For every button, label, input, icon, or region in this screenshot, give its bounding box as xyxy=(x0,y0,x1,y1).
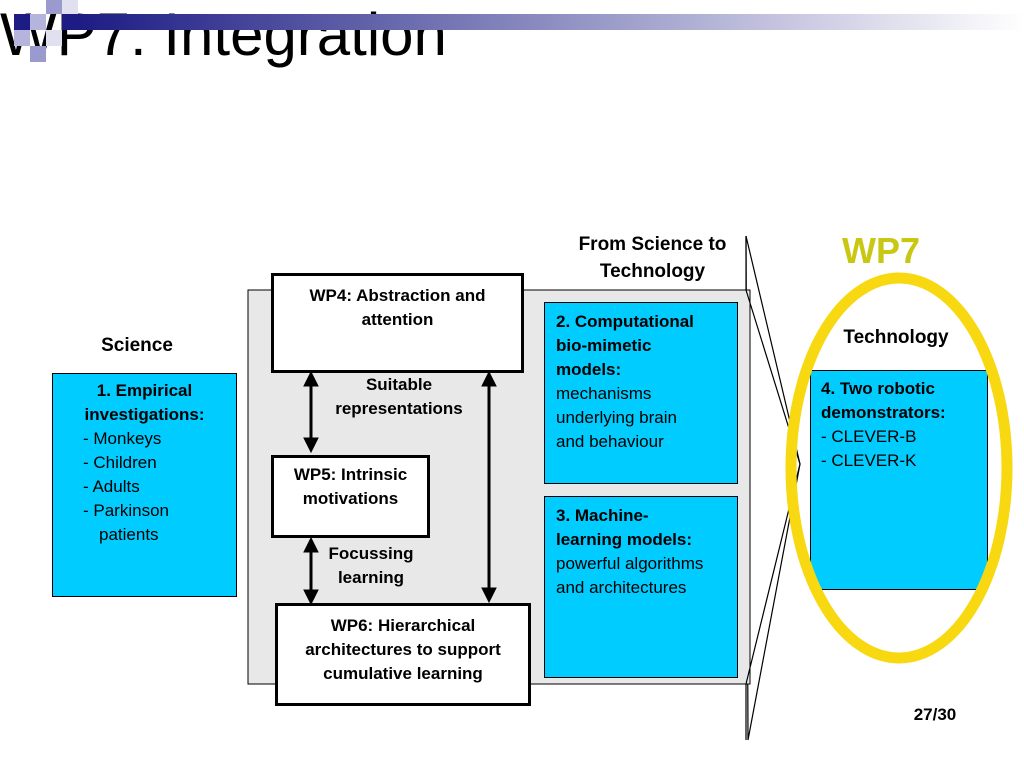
from-science-to-technology-label: From Science to Technology xyxy=(578,234,727,282)
box2-title-line-3: models: xyxy=(556,360,622,379)
corner-square-4 xyxy=(14,30,30,46)
box4-title-line-2: demonstrators: xyxy=(821,403,946,422)
empirical-title-line-2: investigations: xyxy=(84,405,205,424)
wp7-label: WP7 xyxy=(841,230,920,271)
tech-item-clever-k: - CLEVER-K xyxy=(821,451,917,470)
suitable-representations-label: Suitable representations xyxy=(335,375,463,418)
box4-title-line-1: 4. Two robotic xyxy=(821,379,935,398)
double-arrow-wp5-wp6 xyxy=(303,536,319,606)
box3-title-line-2: learning models: xyxy=(556,530,693,549)
science-heading: Science xyxy=(101,335,173,356)
wp5-label: WP5: Intrinsic motivations xyxy=(293,465,408,508)
box3-body-line-1: powerful algorithms xyxy=(556,554,704,573)
science-item-parkinson: - Parkinson xyxy=(83,501,169,520)
double-arrow-wp4-wp5 xyxy=(303,370,319,454)
empirical-title-line-1: 1. Empirical xyxy=(96,381,193,400)
box2-body-line-3: and behaviour xyxy=(556,432,664,451)
box2-title-line-1: 2. Computational xyxy=(556,312,694,331)
science-item-patients: patients xyxy=(99,525,159,544)
wp4-label: WP4: Abstraction and attention xyxy=(309,286,486,329)
box3-body-line-2: and architectures xyxy=(556,578,687,597)
wp6-label: WP6: Hierarchical architectures to suppo… xyxy=(305,616,501,683)
empirical-investigations-box: 1. Empirical investigations: - Monkeys -… xyxy=(52,373,237,597)
double-arrow-wp4-wp6 xyxy=(481,370,497,604)
focussing-learning-label: Focussing learning xyxy=(328,544,414,587)
corner-square-5 xyxy=(30,46,46,62)
wp5-box: WP5: Intrinsic motivations xyxy=(271,455,430,538)
box3-title-line-1: 3. Machine- xyxy=(556,506,649,525)
robotic-demonstrators-box: 4. Two robotic demonstrators: - CLEVER-B… xyxy=(810,370,988,590)
corner-square-6 xyxy=(46,30,62,46)
big-arrow-outline xyxy=(745,235,801,741)
tech-item-clever-b: - CLEVER-B xyxy=(821,427,917,446)
wp4-box: WP4: Abstraction and attention xyxy=(271,273,524,373)
wp6-box: WP6: Hierarchical architectures to suppo… xyxy=(275,603,531,706)
corner-square-8 xyxy=(62,0,78,14)
science-item-monkeys: - Monkeys xyxy=(83,429,162,448)
computational-models-box: 2. Computational bio-mimetic models: mec… xyxy=(544,302,738,484)
box2-body-line-2: underlying brain xyxy=(556,408,677,427)
title-bar-gradient xyxy=(78,14,1024,30)
box2-title-line-2: bio-mimetic xyxy=(556,336,652,355)
science-item-children: - Children xyxy=(83,453,157,472)
corner-square-3 xyxy=(46,0,62,14)
technology-heading: Technology xyxy=(843,327,949,348)
science-item-adults: - Adults xyxy=(83,477,140,496)
corner-square-1 xyxy=(14,14,30,30)
corner-square-2 xyxy=(30,14,46,30)
corner-square-7 xyxy=(62,14,78,30)
page-number: 27/30 xyxy=(913,705,957,724)
machine-learning-models-box: 3. Machine- learning models: powerful al… xyxy=(544,496,738,678)
box2-body-line-1: mechanisms xyxy=(556,384,652,403)
